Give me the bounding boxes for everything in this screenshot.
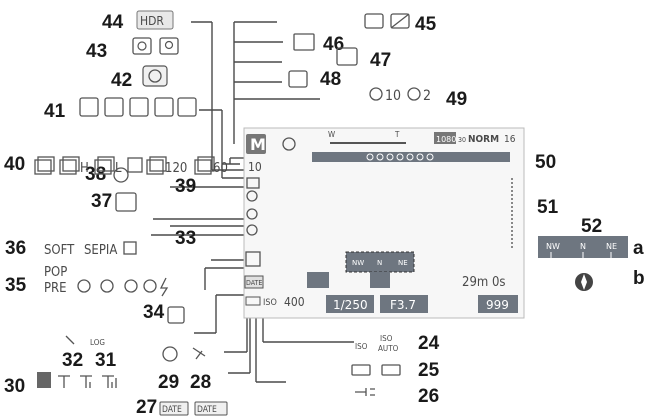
scene-mode-icons	[79, 97, 197, 117]
svg-text:NE: NE	[606, 242, 617, 251]
svg-text:N: N	[580, 242, 586, 251]
callout-43: 43	[86, 41, 107, 62]
movie-resolution: 1080	[436, 135, 456, 144]
svg-text:SOFT: SOFT	[44, 243, 75, 258]
mode-indicator: M	[250, 135, 266, 154]
svg-text:H: H	[80, 161, 89, 176]
aperture: F3.7	[390, 298, 416, 312]
callout-46: 46	[323, 34, 344, 55]
image-size: 16	[504, 134, 516, 145]
callout-a: a	[633, 238, 644, 259]
callout-44: 44	[102, 12, 124, 33]
svg-text:AUTO: AUTO	[378, 344, 399, 353]
date-imprint-icons: DATE DATE	[159, 401, 228, 416]
callout-52: 52	[581, 216, 602, 237]
exposures-remaining: 999	[486, 298, 509, 312]
iso-label: ISO	[263, 298, 277, 308]
callout-51: 51	[537, 197, 559, 218]
movie-fps: 30	[458, 136, 466, 144]
svg-text:120: 120	[165, 161, 187, 176]
wb-icon	[293, 33, 315, 51]
callout-50: 50	[535, 152, 556, 173]
iso-value: 400	[284, 295, 305, 309]
svg-text:SEPIA: SEPIA	[84, 243, 117, 258]
compass-ne: NE	[398, 259, 408, 267]
compass-n: N	[377, 259, 382, 267]
image-quality: NORM	[468, 134, 499, 145]
callout-40: 40	[4, 154, 25, 175]
callout-29: 29	[158, 372, 179, 393]
callout-48: 48	[320, 69, 341, 90]
callout-34: 34	[143, 302, 165, 323]
af-area-icon	[288, 70, 308, 88]
zoom-w-label: W	[328, 130, 335, 139]
smile-timer-icons	[132, 37, 179, 55]
callout-32: 32	[62, 350, 83, 371]
effect-icons: SOFT SEPIA POP	[44, 241, 137, 280]
date-indicator: DATE	[246, 279, 262, 287]
compass-a: NW N NE	[538, 236, 628, 258]
monitor-screen: M W T 1080 30 NORM 16 10 NW N NE DATE 29	[243, 127, 525, 319]
callout-25: 25	[418, 360, 440, 381]
log-icons: LOG	[65, 335, 105, 347]
callout-37: 37	[91, 191, 112, 212]
callout-31: 31	[95, 350, 117, 371]
self-timer-icons: 10 2	[369, 87, 431, 104]
iso-icons: ISO ISO AUTO	[355, 334, 399, 353]
svg-text:NW: NW	[546, 242, 560, 251]
skin-softening-icon	[113, 167, 129, 183]
shutter-speed: 1/250	[333, 298, 368, 312]
compass-b	[575, 273, 593, 291]
remaining-time: 29m 0s	[462, 275, 506, 290]
callout-39: 39	[175, 176, 196, 197]
callout-36: 36	[5, 238, 26, 259]
battery-icons	[351, 364, 401, 376]
callout-33: 33	[175, 228, 196, 249]
world-time-icons	[162, 346, 206, 362]
svg-text:ISO: ISO	[380, 334, 393, 343]
callout-42: 42	[111, 70, 132, 91]
face-detect-icons	[364, 13, 410, 29]
svg-text:LOG: LOG	[90, 338, 105, 347]
callout-b: b	[633, 268, 645, 289]
callout-30: 30	[4, 376, 25, 397]
callout-26: 26	[418, 386, 439, 407]
ac-adapter-icon	[355, 388, 375, 396]
svg-text:DATE: DATE	[162, 405, 182, 415]
callout-28: 28	[190, 372, 211, 393]
callout-35: 35	[5, 275, 27, 296]
svg-text:ISO: ISO	[355, 342, 368, 351]
callout-41: 41	[44, 101, 66, 122]
signal-strength-icons	[37, 372, 117, 388]
flash-mode-icons: PRE	[44, 277, 169, 297]
continuous-mode-icons: H L 120 60	[34, 156, 228, 176]
zoom-t-label: T	[394, 130, 400, 139]
svg-text:PRE: PRE	[44, 281, 67, 296]
self-timer-indicator: 10	[248, 160, 262, 174]
callout-24: 24	[418, 333, 440, 354]
blink-proof-icon	[142, 65, 168, 87]
compass-nw: NW	[352, 259, 364, 267]
smile-icon	[115, 192, 137, 212]
svg-text:10: 10	[385, 88, 401, 104]
svg-text:HDR: HDR	[140, 14, 164, 28]
callout-27: 27	[136, 397, 157, 418]
callout-49: 49	[446, 89, 467, 110]
svg-text:POP: POP	[44, 265, 67, 280]
svg-text:60: 60	[213, 161, 228, 176]
callout-45: 45	[415, 14, 437, 35]
svg-text:DATE: DATE	[197, 405, 217, 415]
callout-47: 47	[370, 50, 391, 71]
svg-text:2: 2	[423, 88, 431, 104]
callout-numbers: 44 43 42 41 40 39 38 37 36 35 34 33 32 3…	[4, 12, 645, 418]
backlight-icon	[167, 306, 185, 324]
hdr-icon: HDR	[136, 10, 174, 30]
eyefi-icon	[336, 47, 358, 66]
